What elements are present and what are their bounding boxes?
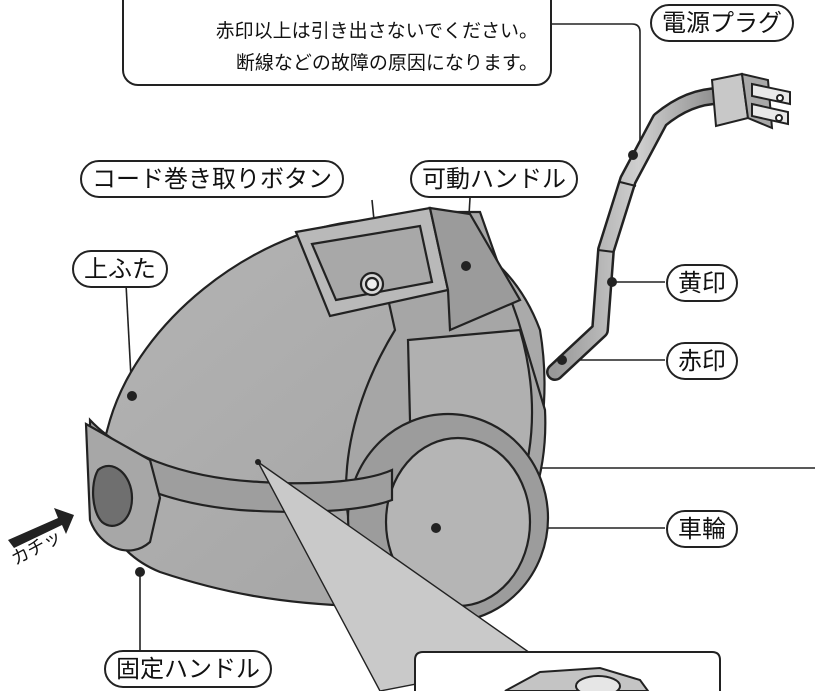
note-line-1: 赤印以上は引き出さないでください。: [215, 20, 538, 42]
label-yellow-mark: 黄印: [666, 264, 738, 302]
power-cord: [546, 86, 731, 381]
label-power-plug: 電源プラグ: [650, 4, 794, 42]
note-line-2: 断線などの故障の原因になります。: [235, 52, 538, 74]
label-wheel: 車輪: [666, 510, 738, 548]
label-top-lid: 上ふた: [72, 250, 168, 288]
plug-drawing: [710, 72, 791, 130]
label-fixed-handle: 固定ハンドル: [104, 650, 272, 688]
vacuum-body: [84, 206, 550, 624]
warning-note: 赤印以上は引き出さないでください。 断線などの故障の原因になります。: [122, 0, 552, 86]
label-movable-handle: 可動ハンドル: [410, 160, 578, 198]
label-cord-rewind-button: コード巻き取りボタン: [80, 160, 344, 198]
click-arrow-icon: [8, 508, 74, 548]
label-red-mark: 赤印: [666, 342, 738, 380]
inset-plug-drawing: [504, 666, 650, 691]
